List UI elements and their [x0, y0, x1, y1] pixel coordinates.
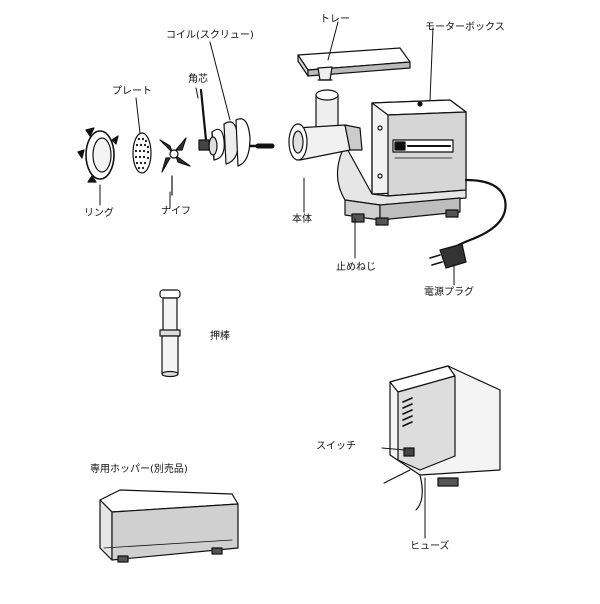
power-plug-label: 電源プラグ	[424, 287, 474, 298]
switch-panel-icon	[383, 365, 501, 511]
grinder-body-icon	[288, 89, 467, 226]
stop-screw-label: 止めねじ	[336, 262, 376, 273]
main-body-label: 本体	[292, 214, 312, 225]
shaft-icon	[198, 88, 210, 151]
screw-icon	[204, 118, 275, 167]
leader-lines	[99, 21, 455, 539]
plate-icon	[132, 132, 152, 174]
ring-icon	[77, 127, 119, 183]
plate-label: プレート	[112, 86, 152, 97]
pusher-icon	[159, 289, 181, 378]
hopper-label: 専用ホッパー(別売品)	[90, 464, 188, 475]
knife-icon	[159, 137, 191, 196]
ring-label: リング	[84, 208, 114, 219]
coil-screw-label: コイル(スクリュー)	[166, 30, 254, 41]
shaft-core-label: 角芯	[188, 74, 208, 85]
plug-icon	[429, 243, 467, 269]
motor-box-label: モーターボックス	[425, 22, 505, 33]
switch-label: スイッチ	[316, 441, 356, 452]
tray-label: トレー	[320, 14, 350, 25]
hopper-icon	[99, 489, 239, 563]
tray-icon	[297, 47, 411, 81]
pusher-label: 押棒	[210, 331, 230, 342]
fuse-label: ヒューズ	[410, 541, 450, 552]
knife-label: ナイフ	[161, 206, 191, 217]
